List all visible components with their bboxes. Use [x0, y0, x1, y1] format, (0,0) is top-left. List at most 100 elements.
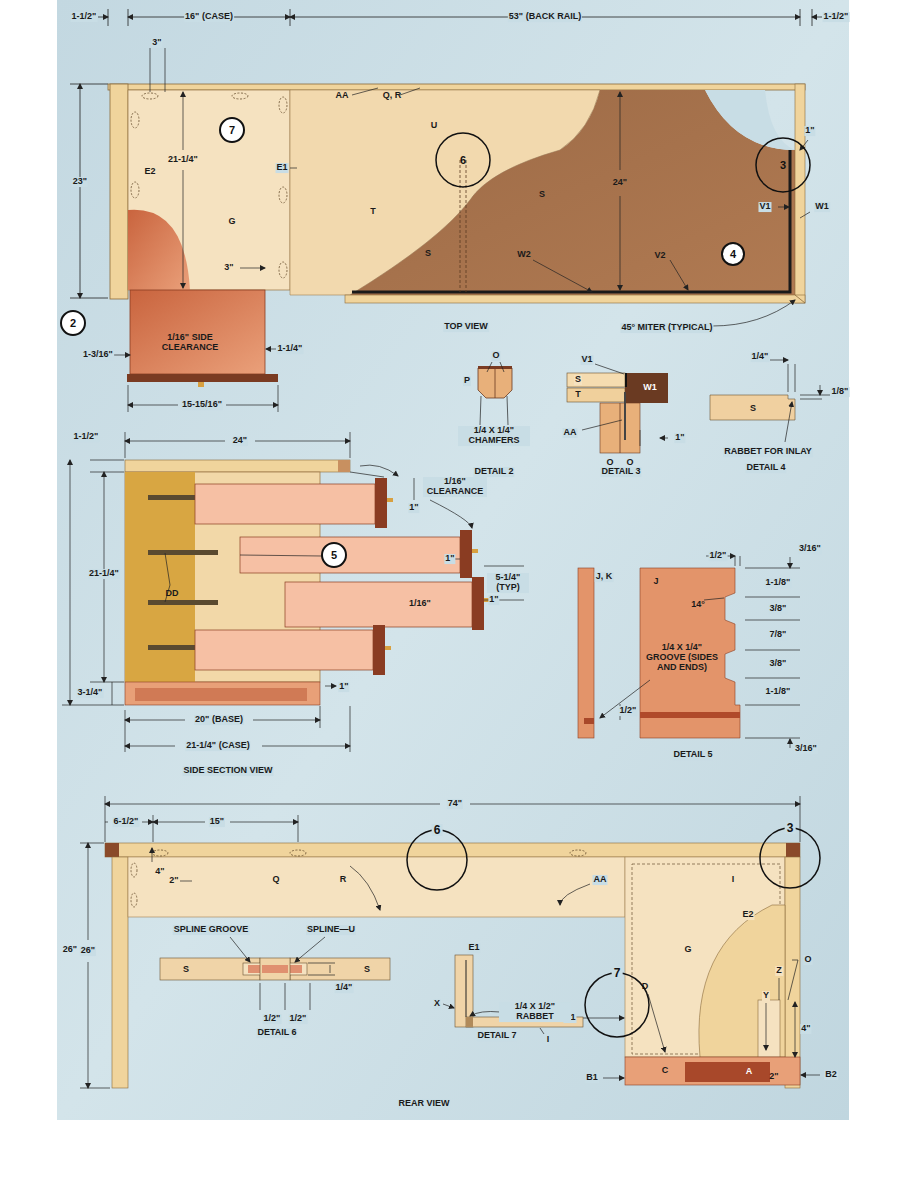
plan-label: V2: [653, 251, 666, 261]
plan-label: 1-1/2": [71, 12, 98, 22]
plan-label: DD: [165, 589, 180, 599]
plan-label: S: [538, 190, 546, 200]
plan-label: A: [745, 1067, 754, 1077]
plan-label: 1/4 X 1/4" GROOVE (SIDES AND ENDS): [645, 643, 719, 673]
plan-label: 1": [444, 554, 455, 564]
plan-label: G: [227, 217, 236, 227]
callout-circle: 3: [760, 828, 820, 888]
callout-circle: 6: [407, 830, 467, 890]
plan-label: 1": [338, 682, 349, 692]
callout-number: 7: [612, 967, 623, 979]
plan-label: 1/4": [335, 983, 354, 993]
plan-label: S: [749, 404, 757, 414]
plan-label: O: [803, 955, 812, 965]
plan-label: E1: [467, 943, 480, 953]
plan-label: 24": [232, 436, 248, 446]
plan-label: 3/16": [794, 744, 818, 754]
plan-label: R: [339, 875, 348, 885]
plan-label: B1: [585, 1073, 599, 1083]
plan-label: B2: [824, 1070, 838, 1080]
plan-label: 3-1/4": [77, 688, 104, 698]
plan-label: S: [424, 249, 432, 259]
plan-label: 20" (BASE): [194, 715, 244, 725]
plan-label: AA: [593, 875, 608, 885]
plan-label: DETAIL 7: [476, 1031, 517, 1041]
plan-label: TOP VIEW: [443, 322, 489, 332]
plan-label: 1/16": [408, 599, 432, 609]
plan-label: 3/16": [798, 544, 822, 554]
plan-label: 3": [151, 38, 162, 48]
plan-label: 4": [154, 867, 165, 877]
callout-circle: 4: [722, 243, 744, 265]
plan-label: 24": [612, 178, 628, 188]
plan-label: P: [463, 376, 471, 386]
callout-circle: 7: [585, 973, 649, 1037]
plan-label: 1/16" CLEARANCE: [423, 477, 487, 497]
plan-label: 1": [804, 126, 815, 136]
callout-circle: 3: [756, 138, 810, 192]
plan-label: 15": [209, 817, 225, 827]
callout-outline: [405, 828, 469, 892]
callout-circle: 2: [61, 311, 85, 335]
plan-label: 5-1/4" (TYP): [487, 573, 529, 593]
plan-label: S: [574, 375, 582, 385]
plan-label: REAR VIEW: [397, 1099, 450, 1109]
plan-label: 45° MITER (TYPICAL): [620, 323, 713, 333]
plan-label: 1-1/4": [277, 344, 304, 354]
plan-label: 3/8": [769, 659, 788, 669]
plan-label: 1-3/16": [82, 350, 114, 360]
plan-label: 1/2": [619, 706, 638, 716]
plan-label: 4": [800, 1024, 811, 1034]
callout-number: 6: [458, 155, 468, 166]
callout-number: 3: [785, 822, 796, 834]
callout-number: 7: [227, 125, 237, 136]
plan-label: DETAIL 6: [256, 1028, 297, 1038]
plan-label: 3": [223, 263, 234, 273]
callout-number: 4: [728, 249, 738, 260]
plan-label: 23": [72, 177, 88, 187]
plan-label: 1/4": [751, 352, 770, 362]
plan-label: 1/2": [709, 551, 728, 561]
callout-number: 2: [68, 318, 78, 329]
callout-outline: [758, 826, 822, 890]
callout-circle: 6: [436, 133, 490, 187]
plan-label: W1: [642, 383, 658, 393]
plan-label: AA: [563, 428, 578, 438]
plan-label: W2: [516, 250, 532, 260]
plan-label: 26": [62, 945, 78, 955]
plan-label: RABBET FOR INLAY: [723, 447, 813, 457]
callout-circle: 7: [220, 118, 244, 142]
plan-label: X: [433, 999, 441, 1009]
plan-label: DETAIL 2: [473, 467, 514, 477]
plan-label: SPLINE—U: [306, 925, 356, 935]
plan-label: DETAIL 4: [745, 463, 786, 473]
callout-number: 3: [778, 160, 788, 171]
plan-label: DETAIL 5: [672, 750, 713, 760]
plan-label: E2: [143, 167, 156, 177]
plan-label: 1/16" SIDE CLEARANCE: [149, 333, 231, 353]
plan-label: W1: [814, 202, 830, 212]
plan-label: 16" (CASE): [184, 12, 234, 22]
callout-number: 5: [329, 550, 339, 561]
plan-label: V1: [758, 202, 771, 212]
plan-label: C: [661, 1066, 670, 1076]
plan-label: SIDE SECTION VIEW: [182, 766, 273, 776]
plan-label: 6-1/2": [113, 817, 140, 827]
plan-label: 2": [768, 1072, 779, 1082]
plan-label: Z: [775, 966, 783, 976]
plan-label: S: [363, 965, 371, 975]
plan-label: AA: [335, 91, 350, 101]
plan-label: O: [491, 351, 500, 361]
plan-label: 1/2": [289, 1014, 308, 1024]
plan-label: DETAIL 3: [600, 467, 641, 477]
plan-label: J: [652, 577, 659, 587]
plan-label: 2": [168, 876, 179, 886]
plan-label: 1/4 X 1/2" RABBET: [499, 1002, 571, 1022]
callout-outline: [583, 971, 651, 1039]
callout-circle: 5: [322, 543, 346, 567]
plan-label: 3/8": [769, 604, 788, 614]
plan-label: 15-15/16": [181, 400, 223, 410]
callout-number: 6: [432, 824, 443, 836]
